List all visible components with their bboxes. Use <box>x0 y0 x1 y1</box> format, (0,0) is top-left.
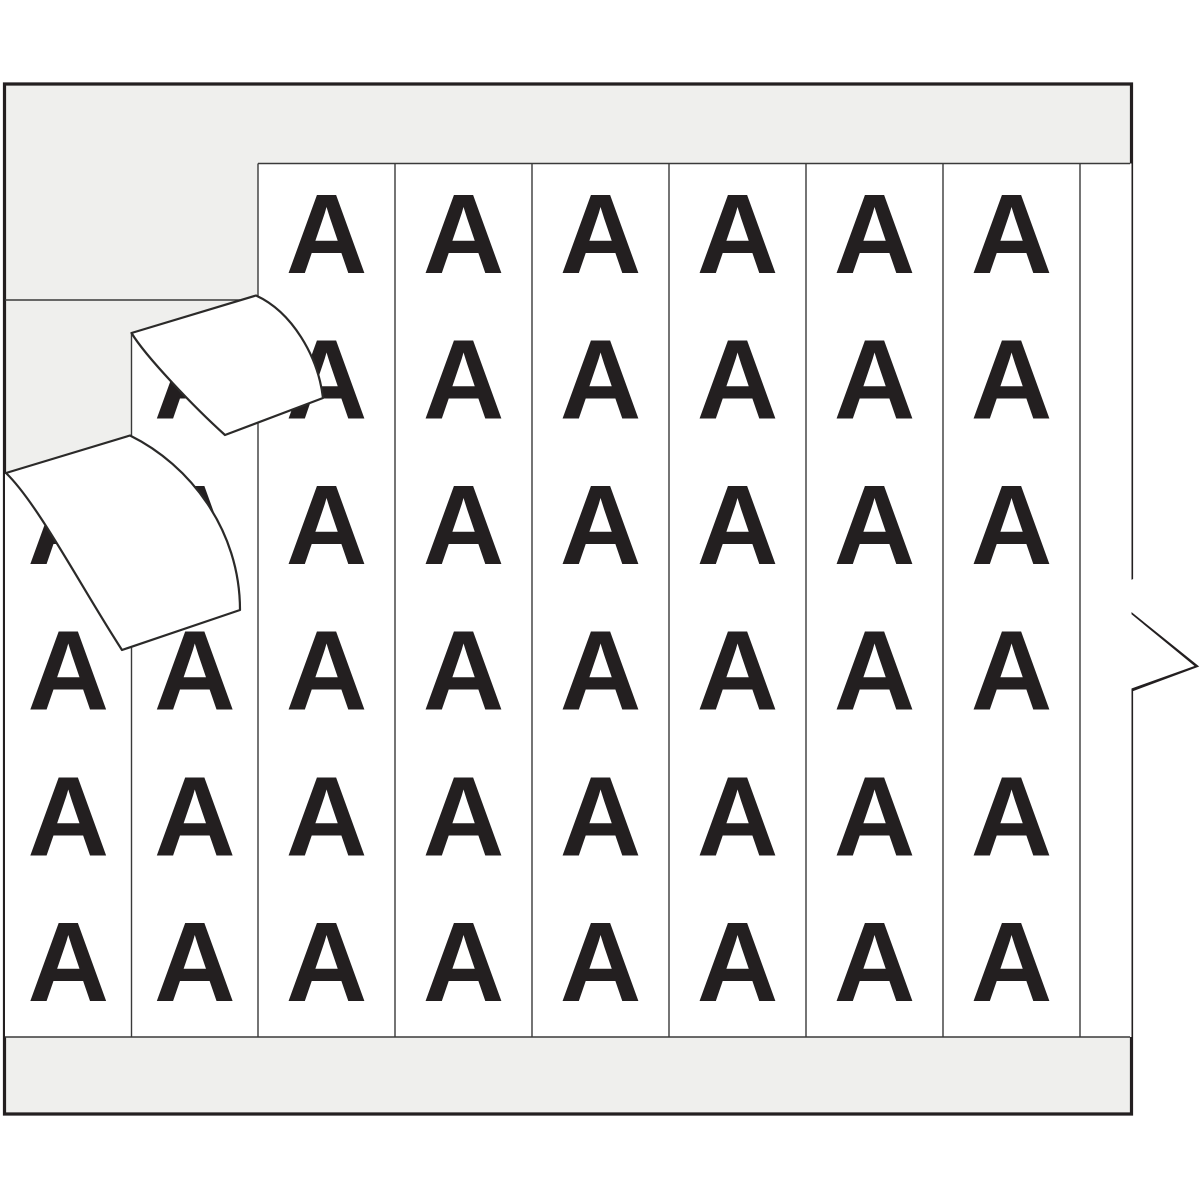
marker-letter: A <box>560 462 642 588</box>
marker-letter: A <box>286 462 368 588</box>
peeled-label-upper <box>130 294 325 437</box>
marker-letter: A <box>834 608 916 734</box>
marker-letters: AAAAAAAAAAAAAAAAAAAAAAAAAAAAAAAAAAAAAAAA… <box>27 171 1052 1025</box>
marker-letter: A <box>423 753 505 879</box>
marker-letter: A <box>560 171 642 297</box>
marker-letter: A <box>423 462 505 588</box>
marker-letter: A <box>697 462 779 588</box>
marker-letter: A <box>27 608 109 734</box>
marker-letter: A <box>971 753 1053 879</box>
marker-letter: A <box>834 462 916 588</box>
marker-letter: A <box>154 899 236 1025</box>
marker-letter: A <box>27 899 109 1025</box>
marker-letter: A <box>154 753 236 879</box>
marker-letter: A <box>560 753 642 879</box>
marker-letter: A <box>834 171 916 297</box>
marker-letter: A <box>834 753 916 879</box>
marker-letter: A <box>697 899 779 1025</box>
marker-letter: A <box>971 171 1053 297</box>
peeled-labels <box>4 294 325 652</box>
marker-letter: A <box>697 317 779 443</box>
marker-letter: A <box>697 171 779 297</box>
marker-letter: A <box>697 753 779 879</box>
marker-letter: A <box>423 171 505 297</box>
label-strips <box>5 162 1132 1038</box>
marker-letter: A <box>286 171 368 297</box>
marker-letter: A <box>834 317 916 443</box>
marker-letter: A <box>971 899 1053 1025</box>
marker-letter: A <box>560 608 642 734</box>
strip-area-right <box>258 163 1132 1037</box>
marker-letter: A <box>971 317 1053 443</box>
marker-letter: A <box>286 899 368 1025</box>
marker-letter: A <box>286 753 368 879</box>
marker-letter: A <box>971 608 1053 734</box>
marker-letter: A <box>423 899 505 1025</box>
die-cut-lines <box>5 162 1130 1038</box>
marker-letter: A <box>560 899 642 1025</box>
marker-letter: A <box>286 608 368 734</box>
marker-letter: A <box>560 317 642 443</box>
marker-letter: A <box>834 899 916 1025</box>
marker-letter: A <box>423 317 505 443</box>
marker-letter: A <box>27 753 109 879</box>
peeled-label-lower <box>4 434 242 652</box>
marker-letter: A <box>697 608 779 734</box>
marker-letter: A <box>423 608 505 734</box>
marker-letter: A <box>971 462 1053 588</box>
